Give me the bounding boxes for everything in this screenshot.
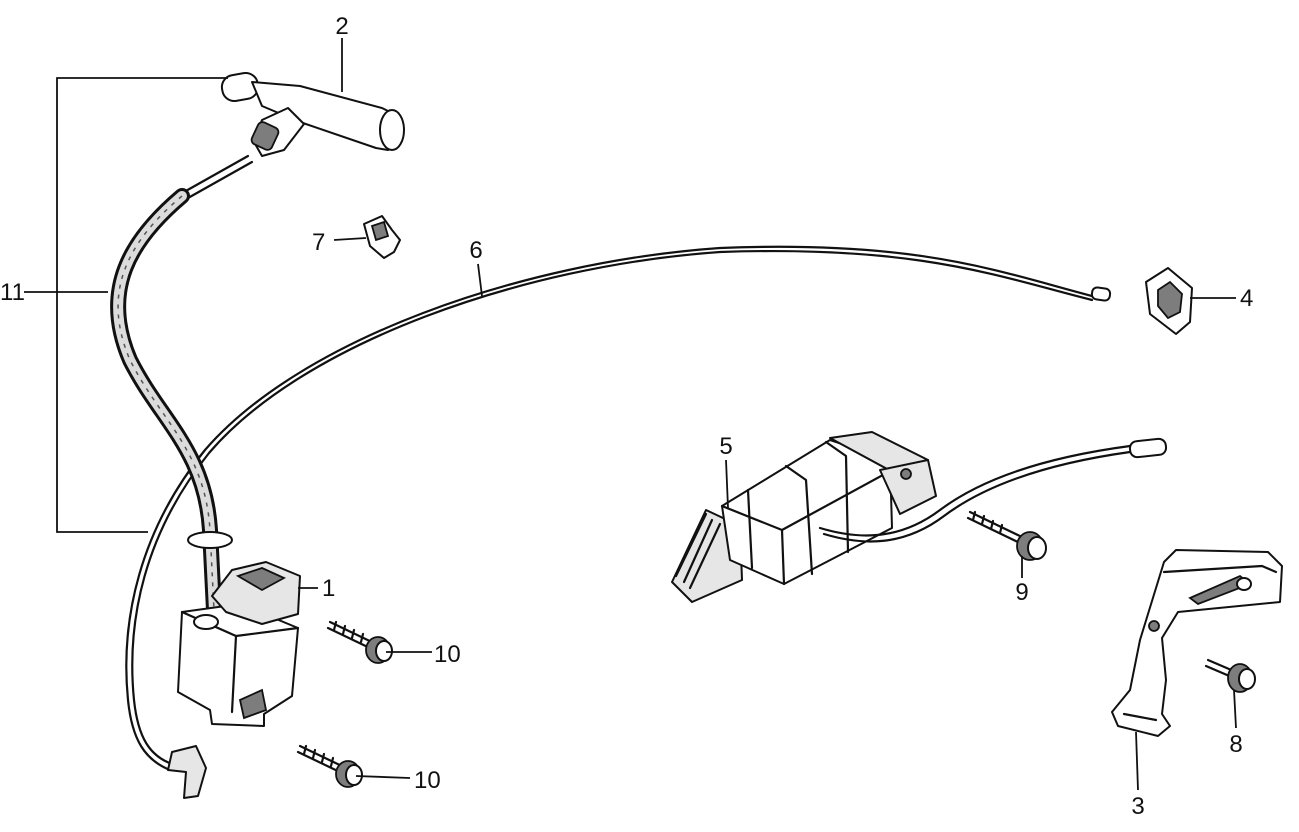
part-3-bracket — [1111, 549, 1283, 737]
part-2-plug-cap — [220, 71, 405, 157]
leader-lines — [24, 38, 1237, 791]
callout-4: 4 — [1240, 285, 1253, 312]
callout-6: 6 — [469, 237, 482, 264]
callout-5: 5 — [719, 433, 732, 460]
part-1-ignition-coil — [177, 561, 301, 727]
callout-9: 9 — [1015, 579, 1028, 606]
callout-7: 7 — [312, 229, 325, 256]
part-9-bolt — [966, 510, 1047, 561]
part-10-bolt-upper — [326, 620, 393, 664]
part-11-ht-cable — [110, 154, 254, 618]
part-7-clip — [363, 215, 401, 259]
callout-1: 1 — [322, 575, 335, 602]
part-5-exciter-coil — [671, 431, 1168, 603]
part-8-bolt — [1204, 658, 1256, 693]
part-4-grommet — [1145, 267, 1193, 335]
callout-11: 11 — [0, 279, 25, 306]
callout-labels: 2 11 7 6 4 5 1 10 10 9 8 3 — [0, 13, 1253, 820]
callout-10-lower: 10 — [414, 767, 441, 794]
part-6-wire — [125, 245, 1112, 799]
callout-3: 3 — [1131, 793, 1144, 820]
callout-10-upper: 10 — [434, 641, 461, 668]
callout-2: 2 — [335, 13, 348, 40]
part-10-bolt-lower — [296, 744, 363, 788]
callout-8: 8 — [1229, 731, 1242, 758]
